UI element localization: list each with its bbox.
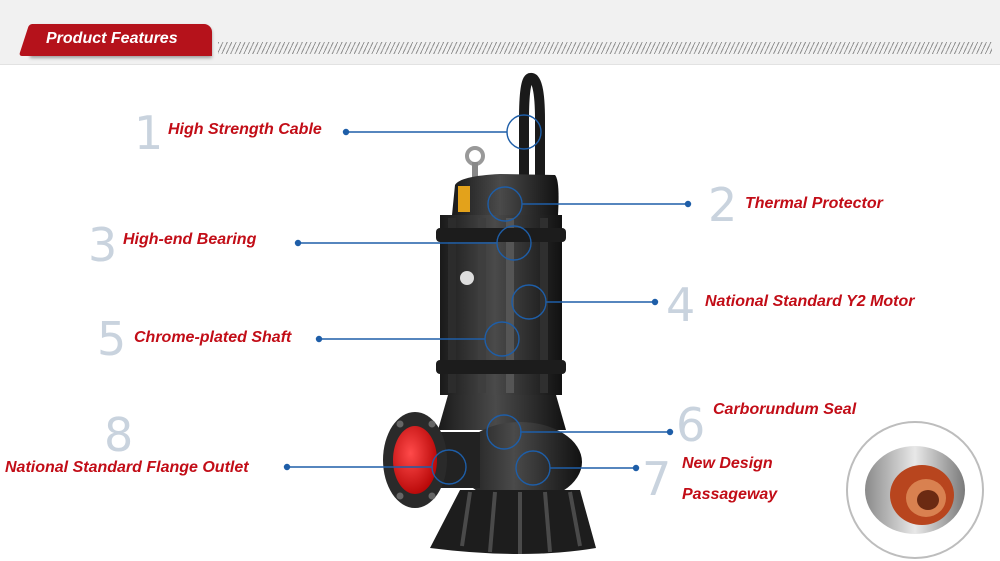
feature-1-label: High Strength Cable: [168, 121, 322, 138]
section-title: Product Features: [46, 30, 178, 47]
callout-4-dot: [651, 298, 659, 306]
callout-8-ring: [431, 449, 467, 485]
motor-cutaway-photo: [846, 421, 984, 559]
feature-5-label: Chrome-plated Shaft: [134, 329, 292, 346]
feature-7-label-line1: New Design: [682, 455, 773, 472]
volute-casing: [458, 422, 582, 502]
base-stand: [430, 490, 596, 554]
callout-3-ring: [496, 225, 532, 261]
motor-cap: [452, 174, 559, 215]
callout-7-ring: [515, 450, 551, 486]
callout-5-dot: [315, 335, 323, 343]
feature-4-number: 4: [666, 278, 696, 332]
callout-1-dot: [342, 128, 350, 136]
feature-2-number: 2: [708, 178, 738, 232]
feature-7-number: 7: [642, 452, 672, 506]
callout-6-dot: [666, 428, 674, 436]
feature-6-label: Carborundum Seal: [713, 401, 857, 418]
power-cable: [519, 73, 545, 180]
feature-7-label-line2: Passageway: [682, 486, 778, 503]
callout-2-ring: [487, 186, 523, 222]
feature-6-number: 6: [676, 398, 706, 452]
motor-badge: [460, 271, 474, 285]
lifting-eye: [465, 146, 485, 166]
callout-7-dot: [632, 464, 640, 472]
callout-8-dot: [283, 463, 291, 471]
header-hatch-divider: [218, 42, 992, 54]
feature-3-label: High-end Bearing: [123, 231, 257, 248]
callout-1-ring: [506, 114, 542, 150]
callout-4-ring: [511, 284, 547, 320]
callout-6-ring: [486, 414, 522, 450]
feature-2-label: Thermal Protector: [745, 195, 883, 212]
feature-1-number: 1: [134, 106, 164, 160]
motor-housing: [440, 215, 562, 395]
feature-3-number: 3: [88, 218, 118, 272]
warning-label: [458, 186, 470, 212]
callout-3-dot: [294, 239, 302, 247]
feature-8-number: 8: [104, 408, 134, 462]
callout-2-dot: [684, 200, 692, 208]
feature-4-label: National Standard Y2 Motor: [705, 293, 915, 310]
feature-5-number: 5: [97, 312, 127, 366]
callout-5-ring: [484, 321, 520, 357]
feature-8-label: National Standard Flange Outlet: [5, 459, 249, 476]
section-tab: Product Features: [30, 24, 212, 56]
header-bar: Product Features: [0, 0, 1000, 65]
